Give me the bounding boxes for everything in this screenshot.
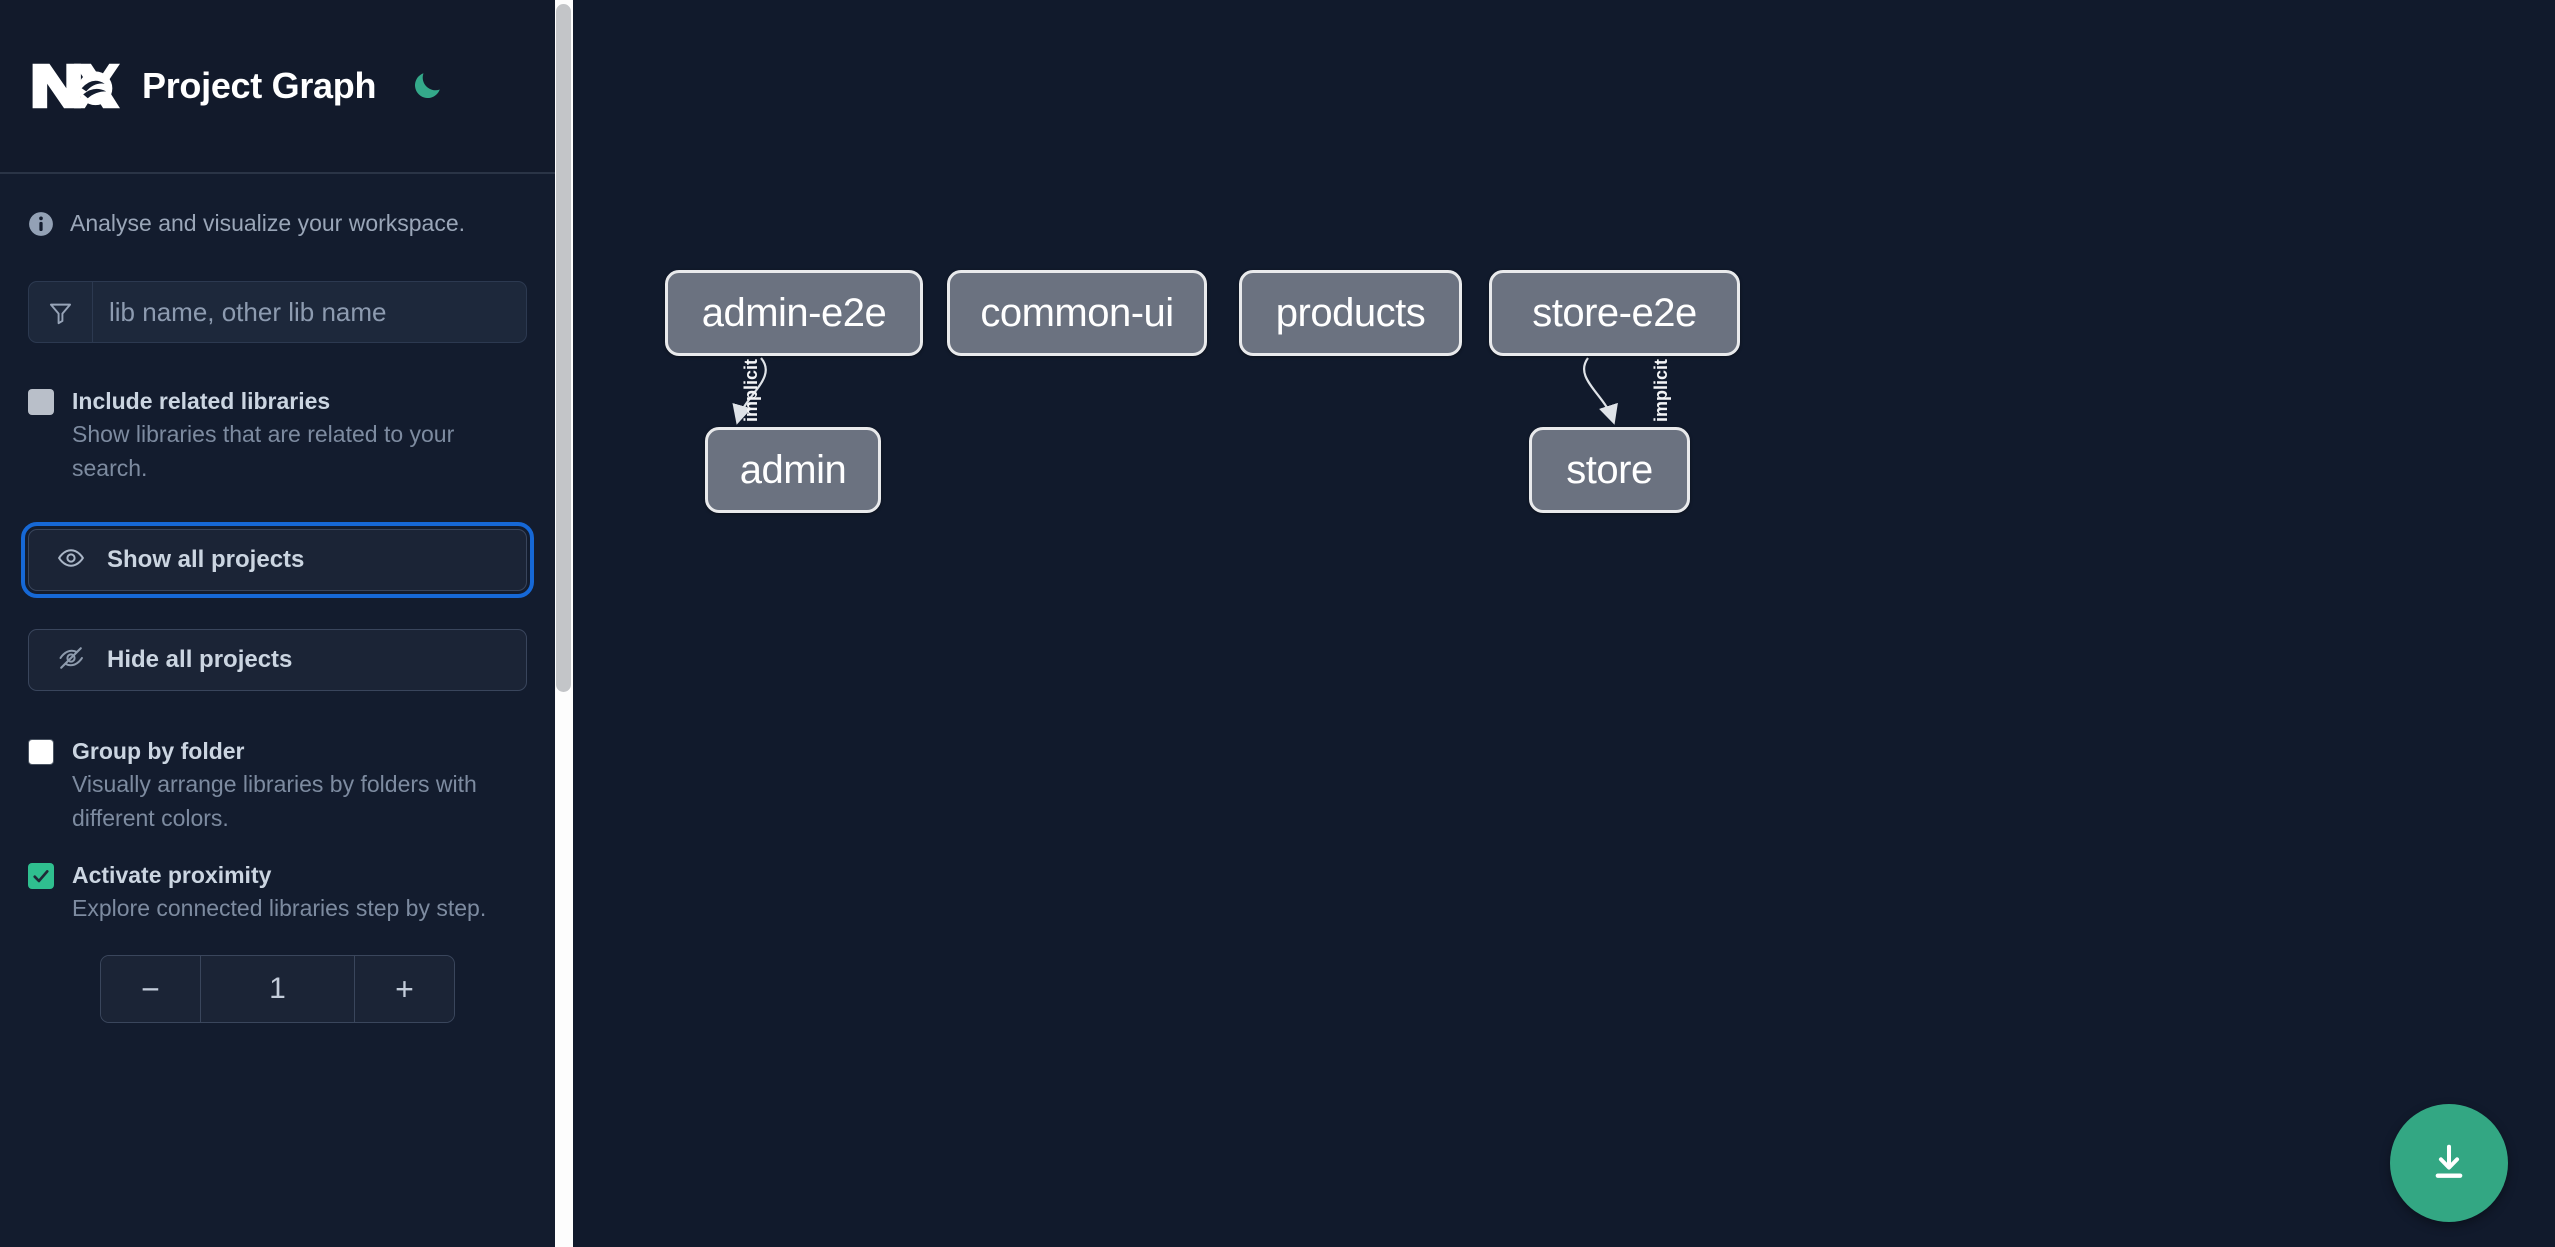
graph-node-admin[interactable]: admin bbox=[705, 427, 881, 513]
stepper-value: 1 bbox=[201, 956, 354, 1022]
info-icon bbox=[28, 211, 54, 237]
check-icon bbox=[33, 870, 49, 883]
download-icon bbox=[2435, 1144, 2463, 1178]
option-include-related-libraries[interactable]: Include related libraries Show libraries… bbox=[0, 385, 555, 485]
edge-label-admin-implicit: implicit bbox=[741, 358, 762, 423]
info-text: Analyse and visualize your workspace. bbox=[70, 210, 466, 236]
search-field[interactable] bbox=[28, 281, 527, 343]
graph-node-admin-e2e[interactable]: admin-e2e bbox=[665, 270, 923, 356]
filter-icon bbox=[29, 282, 93, 342]
option-title: Activate proximity bbox=[72, 862, 272, 888]
proximity-stepper[interactable]: − 1 + bbox=[100, 955, 455, 1023]
project-graph-canvas[interactable]: implicit implicit admin-e2e common-ui pr… bbox=[573, 0, 2555, 1247]
include-related-libraries-checkbox[interactable] bbox=[28, 389, 54, 415]
download-graph-button[interactable] bbox=[2390, 1104, 2508, 1222]
workspace-info: Analyse and visualize your workspace. bbox=[0, 174, 555, 237]
moon-icon[interactable] bbox=[406, 65, 448, 107]
show-all-projects-label: Show all projects bbox=[107, 546, 305, 573]
sidebar-header: Project Graph bbox=[0, 0, 555, 174]
option-description: Visually arrange libraries by folders wi… bbox=[72, 771, 477, 831]
sidebar: Project Graph Analyse and visualize your… bbox=[0, 0, 555, 1247]
search-input[interactable] bbox=[93, 282, 526, 342]
stepper-decrement-button[interactable]: − bbox=[101, 956, 201, 1022]
option-description: Explore connected libraries step by step… bbox=[72, 895, 487, 921]
option-activate-proximity[interactable]: Activate proximity Explore connected lib… bbox=[0, 859, 555, 925]
hide-all-projects-label: Hide all projects bbox=[107, 646, 293, 673]
sidebar-scrollbar-thumb[interactable] bbox=[556, 4, 571, 692]
option-group-by-folder[interactable]: Group by folder Visually arrange librari… bbox=[0, 735, 555, 835]
nx-logo bbox=[28, 52, 120, 120]
group-by-folder-checkbox[interactable] bbox=[28, 739, 54, 765]
option-title: Include related libraries bbox=[72, 388, 331, 414]
graph-node-store[interactable]: store bbox=[1529, 427, 1690, 513]
eye-icon bbox=[57, 544, 85, 577]
graph-node-products[interactable]: products bbox=[1239, 270, 1462, 356]
option-title: Group by folder bbox=[72, 738, 245, 764]
graph-node-store-e2e[interactable]: store-e2e bbox=[1489, 270, 1740, 356]
edge-label-store-implicit: implicit bbox=[1651, 358, 1672, 423]
stepper-increment-button[interactable]: + bbox=[354, 956, 454, 1022]
graph-node-common-ui[interactable]: common-ui bbox=[947, 270, 1207, 356]
option-description: Show libraries that are related to your … bbox=[72, 421, 455, 481]
graph-edges bbox=[732, 357, 1618, 425]
eye-off-icon bbox=[57, 644, 85, 677]
show-all-projects-button[interactable]: Show all projects bbox=[21, 522, 534, 598]
activate-proximity-checkbox[interactable] bbox=[28, 863, 54, 889]
hide-all-projects-button[interactable]: Hide all projects bbox=[28, 629, 527, 691]
page-title: Project Graph bbox=[142, 65, 377, 106]
